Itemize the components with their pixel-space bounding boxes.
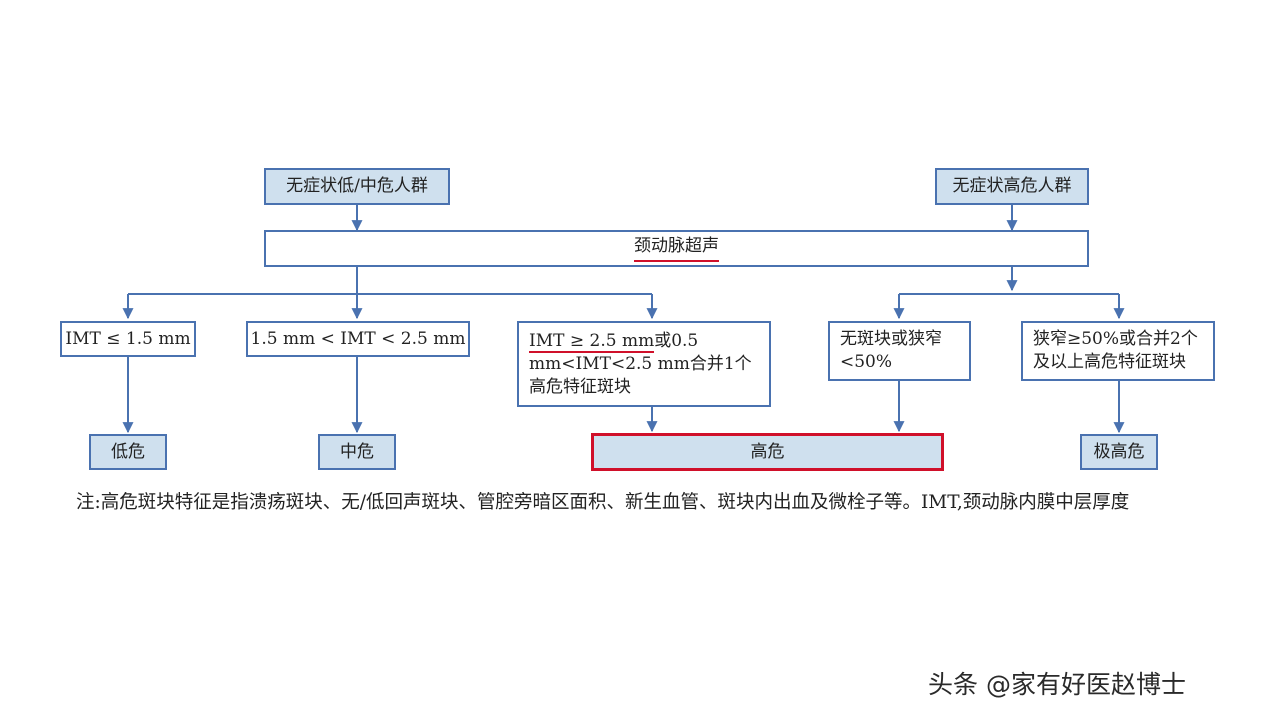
asymptomatic-high-risk-label: 无症状高危人群 — [952, 176, 1072, 196]
carotid-ultrasound-box: 颈动脉超声 — [264, 230, 1089, 267]
no-plaque-label: 无斑块或狭窄<50% — [840, 329, 942, 372]
footnote: 注:高危斑块特征是指溃疡斑块、无/低回声斑块、管腔旁暗区面积、新生血管、斑块内出… — [76, 492, 1130, 513]
stenosis-label: 狭窄≥50%或合并2个及以上高危特征斑块 — [1033, 329, 1198, 372]
stenosis-box: 狭窄≥50%或合并2个及以上高危特征斑块 — [1021, 321, 1215, 381]
asymptomatic-high-risk-box: 无症状高危人群 — [935, 168, 1089, 205]
no-plaque-box: 无斑块或狭窄<50% — [828, 321, 971, 381]
imt-mid-label: 1.5 mm < IMT < 2.5 mm — [250, 328, 466, 349]
imt-low-label: IMT ≤ 1.5 mm — [65, 328, 191, 349]
very-high-risk-box: 极高危 — [1080, 434, 1158, 470]
asymptomatic-low-mid-risk-label: 无症状低/中危人群 — [286, 176, 428, 196]
imt-high-condition-label: 或0.5 mm<IMT<2.5 mm合并1个高危特征斑块 — [529, 330, 752, 397]
very-high-risk-label: 极高危 — [1093, 441, 1145, 462]
mid-risk-box: 中危 — [318, 434, 396, 470]
asymptomatic-low-mid-risk-box: 无症状低/中危人群 — [264, 168, 450, 205]
mid-risk-label: 中危 — [340, 441, 374, 462]
watermark: 头条 @家有好医赵博士 — [928, 670, 1186, 699]
imt-low-box: IMT ≤ 1.5 mm — [60, 321, 196, 357]
high-risk-label: 高危 — [750, 441, 785, 462]
carotid-ultrasound-label: 颈动脉超声 — [634, 235, 719, 262]
imt-mid-box: 1.5 mm < IMT < 2.5 mm — [246, 321, 470, 357]
low-risk-label: 低危 — [111, 441, 145, 462]
imt-high-box: IMT ≥ 2.5 mm或0.5 mm<IMT<2.5 mm合并1个高危特征斑块 — [517, 321, 771, 407]
high-risk-box: 高危 — [591, 433, 944, 471]
imt-high-threshold-label: IMT ≥ 2.5 mm — [529, 330, 655, 353]
low-risk-box: 低危 — [89, 434, 167, 470]
